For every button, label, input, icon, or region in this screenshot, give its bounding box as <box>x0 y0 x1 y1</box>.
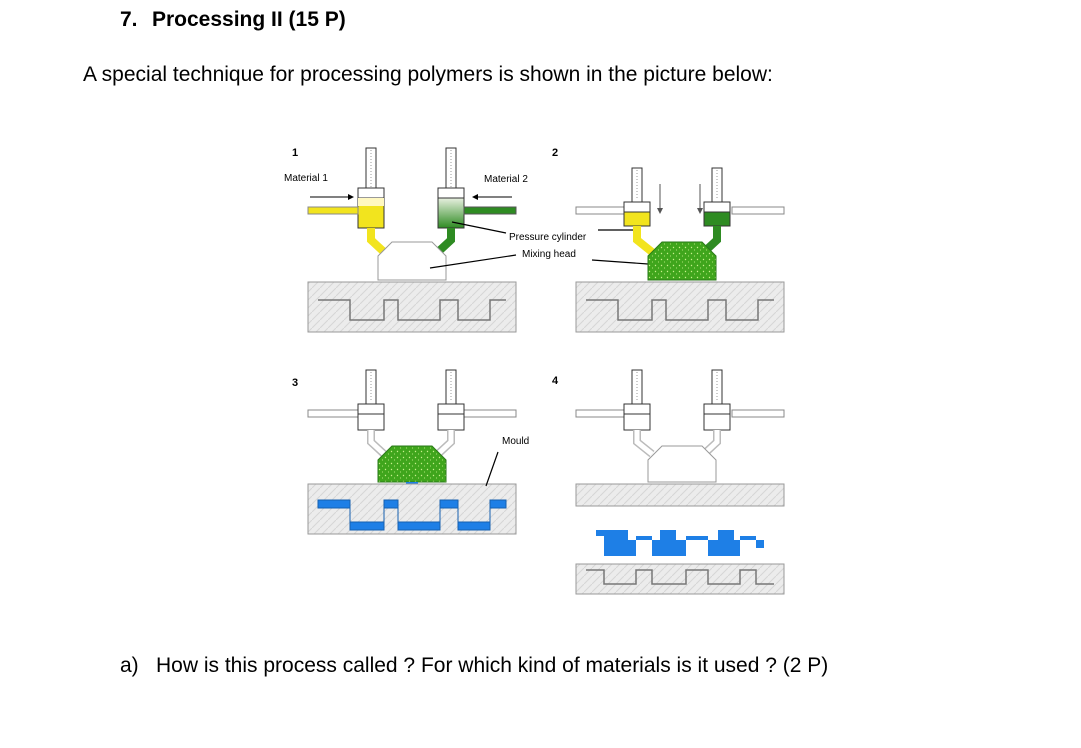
mould-1 <box>307 281 517 333</box>
mould-3 <box>307 483 517 535</box>
pressure-cylinder-4b <box>703 369 731 431</box>
pressure-cylinder-2 <box>437 147 517 229</box>
panel-3-number: 3 <box>292 377 298 389</box>
pressure-cylinder-4a <box>623 369 651 431</box>
mixing-head-label: Mixing head <box>522 249 576 260</box>
mould-2 <box>575 281 785 333</box>
mixing-head-1 <box>377 241 447 281</box>
panel-1: 1 Material 1 Material 2 <box>284 147 528 333</box>
panel-4: 4 <box>552 369 785 595</box>
panel-2: 2 <box>552 147 785 333</box>
material-1-label: Material 1 <box>284 173 328 184</box>
mixing-head-4 <box>647 445 717 483</box>
question-heading: 7. Processing II (15 P) <box>120 8 346 32</box>
question-a: a) How is this process called ? For which… <box>120 654 828 678</box>
pressure-cylinder-label: Pressure cylinder <box>509 232 587 243</box>
question-a-text: How is this process called ? For which k… <box>156 654 829 677</box>
pressure-cylinder-2b <box>697 167 731 227</box>
panel-3: 3 Mould <box>292 369 529 535</box>
question-title: Processing II (15 P) <box>152 8 346 31</box>
moulded-part <box>596 530 764 556</box>
mixing-head-2 <box>647 241 717 281</box>
mould-label: Mould <box>502 436 529 447</box>
mixing-head-3 <box>377 445 447 483</box>
pressure-cylinder-1 <box>307 147 385 229</box>
pressure-cylinder-2a <box>623 167 663 227</box>
mixing-head-leader <box>429 254 649 269</box>
panel-1-number: 1 <box>292 147 298 159</box>
mould-4-bottom <box>575 563 785 595</box>
pressure-cylinder-3b <box>437 369 465 431</box>
material-2-feed-arrow <box>472 194 512 200</box>
panel-4-number: 4 <box>552 375 559 387</box>
question-number: 7. <box>120 8 138 31</box>
panel-2-number: 2 <box>552 147 558 159</box>
mould-leader <box>485 451 499 487</box>
pressure-cylinder-3a <box>357 369 385 431</box>
intro-text: A special technique for processing polym… <box>83 63 773 86</box>
material-2-label: Material 2 <box>484 174 528 185</box>
mould-4-top <box>575 483 785 507</box>
material-1-feed-arrow <box>310 194 354 200</box>
question-a-label: a) <box>120 654 139 677</box>
